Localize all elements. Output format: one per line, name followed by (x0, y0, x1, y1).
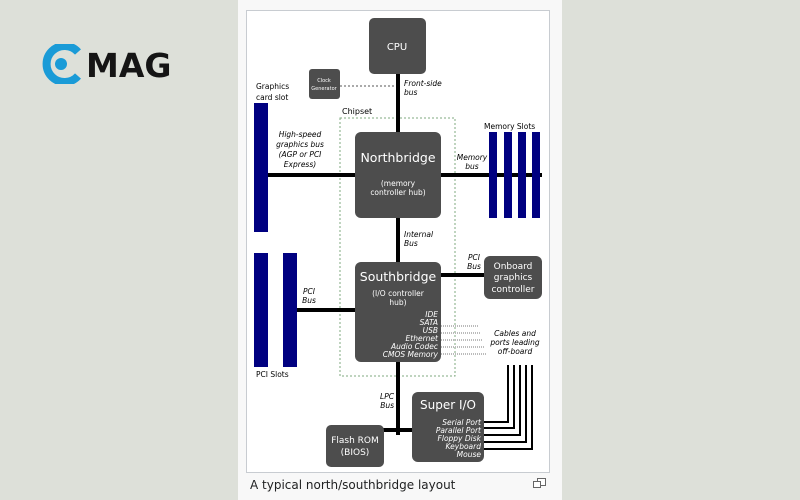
superio-port: Parallel Port (436, 426, 482, 435)
pcmag-logo[interactable]: MAG (42, 42, 182, 88)
memory-slot-4 (532, 132, 540, 218)
flash-rom-label-2: (BIOS) (341, 448, 370, 458)
cpu-box (369, 18, 426, 74)
southbridge-sub-1: (I/O controller (372, 289, 425, 298)
pci-bus-left-label-1: PCI (303, 287, 316, 296)
northbridge-box (355, 132, 441, 218)
superio-cables (482, 365, 533, 450)
graphics-slot-label-2: card slot (256, 93, 288, 102)
pci-slots-label: PCI Slots (256, 370, 289, 379)
lpc-bus-label-2: Bus (380, 401, 394, 410)
memory-slots-label: Memory Slots (484, 122, 535, 131)
superio-label: Super I/O (420, 398, 476, 412)
superio-port-list: Serial Port Parallel Port Floppy Disk Ke… (436, 418, 482, 459)
clock-generator-box (309, 69, 340, 99)
pci-bus-top-label-2: Bus (467, 262, 481, 271)
cables-label-2: ports leading (489, 338, 540, 347)
memory-bus-label-2: bus (465, 162, 479, 171)
logo-text: MAG (86, 46, 172, 85)
northbridge-sub-2: controller hub) (370, 188, 425, 197)
fsb-label-2: bus (404, 88, 418, 97)
sb-port: Audio Codec (390, 342, 439, 351)
memory-slot-1 (489, 132, 497, 218)
graphics-card-slot (254, 103, 268, 232)
southbridge-label: Southbridge (360, 269, 437, 284)
onboard-label-1: Onboard (494, 262, 533, 272)
superio-port: Keyboard (446, 442, 482, 451)
northbridge-sub-1: (memory (381, 179, 416, 188)
pci-bus-left-label-2: Bus (302, 296, 316, 305)
fsb-label-1: Front-side (404, 79, 442, 88)
hsgb-label-2: graphics bus (276, 140, 324, 149)
superio-port: Serial Port (442, 418, 482, 427)
graphics-slot-label-1: Graphics (256, 82, 289, 91)
chipset-label: Chipset (342, 107, 372, 116)
flash-rom-box (326, 425, 384, 467)
onboard-label-3: controller (492, 285, 535, 295)
image-caption: A typical north/southbridge layout (250, 478, 456, 492)
sb-port: Ethernet (406, 334, 439, 343)
pci-bus-top-label-1: PCI (468, 253, 481, 262)
internal-bus-label-1: Internal (404, 230, 434, 239)
memory-bus-label-1: Memory (457, 153, 488, 162)
lpc-bus-label-1: LPC (380, 392, 395, 401)
sb-port: IDE (425, 310, 438, 319)
hsgb-label-1: High-speed (279, 130, 322, 139)
superio-port: Floppy Disk (438, 434, 482, 443)
memory-slot-3 (518, 132, 526, 218)
flash-rom-label-1: Flash ROM (331, 436, 379, 446)
hsgb-label-4: Express) (284, 160, 316, 169)
cables-label-1: Cables and (494, 329, 536, 338)
northbridge-label: Northbridge (360, 150, 435, 165)
sb-port: SATA (420, 318, 438, 327)
clock-label-2: Generator (311, 86, 337, 92)
magnify-icon[interactable] (533, 478, 546, 488)
southbridge-port-list: IDE SATA USB Ethernet Audio Codec CMOS M… (383, 310, 439, 359)
onboard-label-2: graphics (494, 273, 533, 283)
pci-slot-2 (283, 253, 297, 367)
superio-box (412, 392, 484, 462)
superio-port: Mouse (457, 450, 482, 459)
slots (254, 103, 540, 367)
memory-slot-2 (504, 132, 512, 218)
onboard-graphics-box (484, 256, 542, 299)
northbridge-southbridge-diagram[interactable]: Chipset (246, 10, 550, 473)
sb-port: CMOS Memory (383, 350, 439, 359)
southbridge-box (355, 262, 441, 362)
sb-port: USB (423, 326, 438, 335)
cpu-label: CPU (387, 42, 407, 53)
pci-slot-1 (254, 253, 268, 367)
cables-label-3: off-board (498, 347, 533, 356)
hsgb-label-3: (AGP or PCI (279, 150, 323, 159)
southbridge-sub-2: hub) (389, 298, 406, 307)
southbridge-cables (441, 325, 486, 355)
pcmag-logo-icon (42, 42, 81, 86)
internal-bus-label-2: Bus (404, 239, 418, 248)
clock-label-1: Clock (317, 78, 331, 84)
